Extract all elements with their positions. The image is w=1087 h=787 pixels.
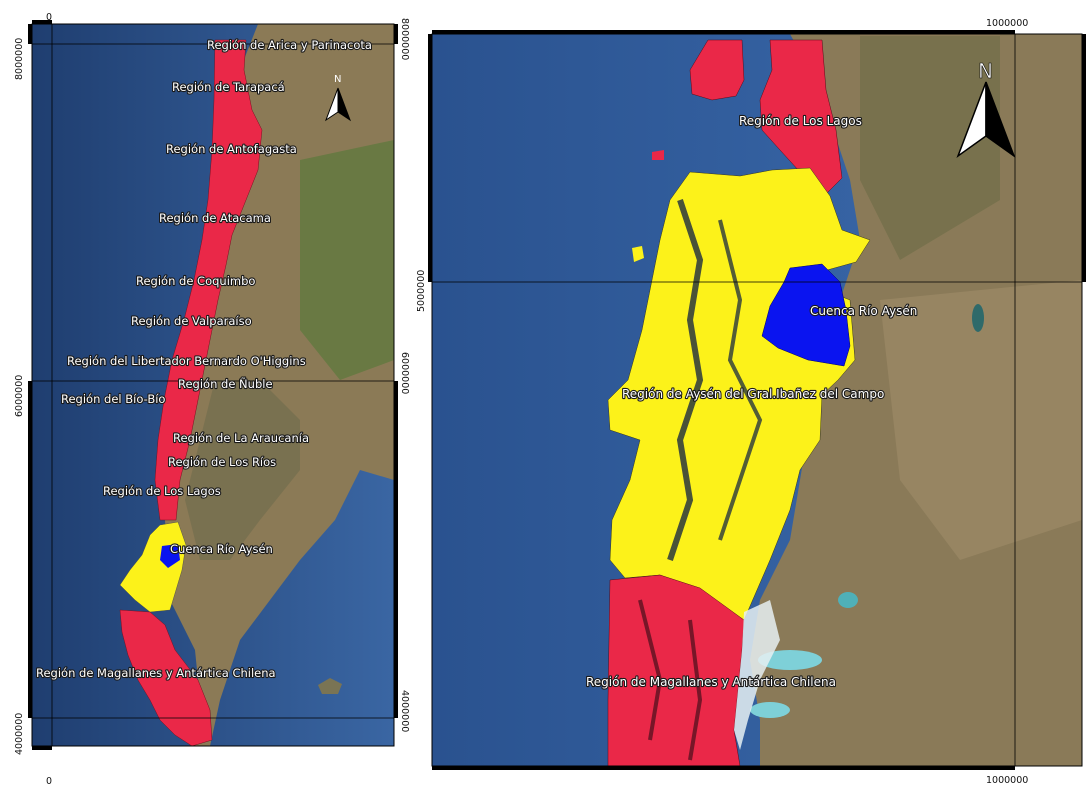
right-frame-segment (428, 34, 432, 282)
left-green-lowland (300, 140, 394, 380)
right-y-tick-right: 5000000 (1085, 252, 1087, 288)
right-aysen-region (607, 167, 871, 621)
right-fjords (667, 199, 704, 561)
left-chile-northern-regions (154, 39, 263, 521)
left-label-biobio: Región del Bío-Bío (61, 392, 165, 406)
left-map-panel: N 0 0 8000000 6000000 4000000 8000000 60… (14, 12, 410, 787)
right-bottom-tick: 1000000 (986, 775, 1028, 786)
right-islet-yellow (632, 246, 644, 262)
left-frame-segment (32, 746, 52, 750)
right-label-cuenca-aysen: Cuenca Río Aysén (810, 304, 917, 318)
right-glacial-lake (750, 702, 790, 718)
right-frame-segment (432, 30, 1015, 34)
left-frame-segment (394, 24, 398, 44)
right-glacial-lake (758, 650, 822, 670)
left-label-tarapaca: Región de Tarapacá (172, 80, 285, 94)
right-frame-segment (432, 766, 1015, 770)
left-label-coquimbo: Región de Coquimbo (136, 274, 255, 288)
right-steppe (880, 280, 1082, 560)
right-y-tick-left: 5000000 (416, 270, 427, 312)
right-magallanes-fjords (638, 599, 703, 761)
right-ice-field (734, 600, 780, 750)
left-label-arica: Región de Arica y Parinacota (207, 38, 372, 52)
left-frame-segment (28, 24, 32, 44)
left-frame-segment (32, 20, 52, 24)
left-y-tick-right-6000000: 6000000 (399, 352, 410, 394)
right-north-label: N (978, 59, 993, 83)
left-label-araucania: Región de La Araucanía (173, 431, 309, 445)
left-label-valparaiso: Región de Valparaíso (131, 314, 252, 328)
left-label-magallanes: Región de Magallanes y Antártica Chilena (36, 666, 276, 680)
right-north-arrow-icon: N (956, 59, 1016, 159)
left-label-antofagasta: Región de Antofagasta (166, 142, 297, 156)
right-forest-shade (860, 36, 1000, 260)
left-falkland-islands (318, 678, 342, 694)
left-y-tick-right-4000000: 4000000 (399, 690, 410, 732)
left-aysen-basin (160, 544, 180, 568)
left-y-tick-left-4000000: 4000000 (14, 713, 25, 755)
left-label-atacama: Región de Atacama (159, 211, 271, 225)
right-glacial-lake (838, 592, 858, 608)
left-label-los-rios: Región de Los Ríos (168, 455, 276, 469)
left-north-label: N (334, 74, 341, 85)
right-map-panel: N 1000000 1000000 5000000 5000000 Región… (416, 18, 1087, 786)
left-y-tick-left-6000000: 6000000 (14, 375, 25, 417)
right-aysen-basin (761, 263, 851, 367)
left-label-los-lagos: Región de Los Lagos (103, 484, 221, 498)
right-chiloe-red (689, 39, 745, 101)
left-label-nuble: Región de Ñuble (178, 376, 273, 391)
right-label-aysen: Región de Aysén del Gral.Ibañez del Camp… (622, 387, 884, 401)
right-islet-red (652, 150, 664, 160)
right-fjords (718, 219, 763, 541)
right-label-magallanes: Región de Magallanes y Antártica Chilena (586, 675, 836, 689)
right-top-tick: 1000000 (986, 18, 1028, 29)
right-lake (972, 304, 984, 332)
left-andes-shade (185, 380, 300, 560)
left-label-cuenca-aysen: Cuenca Río Aysén (170, 542, 273, 556)
right-label-los-lagos: Región de Los Lagos (739, 114, 862, 128)
left-top-tick: 0 (46, 12, 52, 23)
left-frame-segment (394, 381, 398, 718)
left-north-arrow-icon: N (324, 74, 352, 122)
left-y-tick-right-8000000: 8000000 (399, 18, 410, 60)
left-y-tick-left-8000000: 8000000 (14, 38, 25, 80)
left-bottom-tick: 0 (46, 776, 52, 787)
left-frame-segment (28, 381, 32, 718)
left-label-ohiggins: Región del Libertador Bernardo O'Higgins (67, 354, 306, 368)
right-frame-segment (1082, 34, 1086, 282)
